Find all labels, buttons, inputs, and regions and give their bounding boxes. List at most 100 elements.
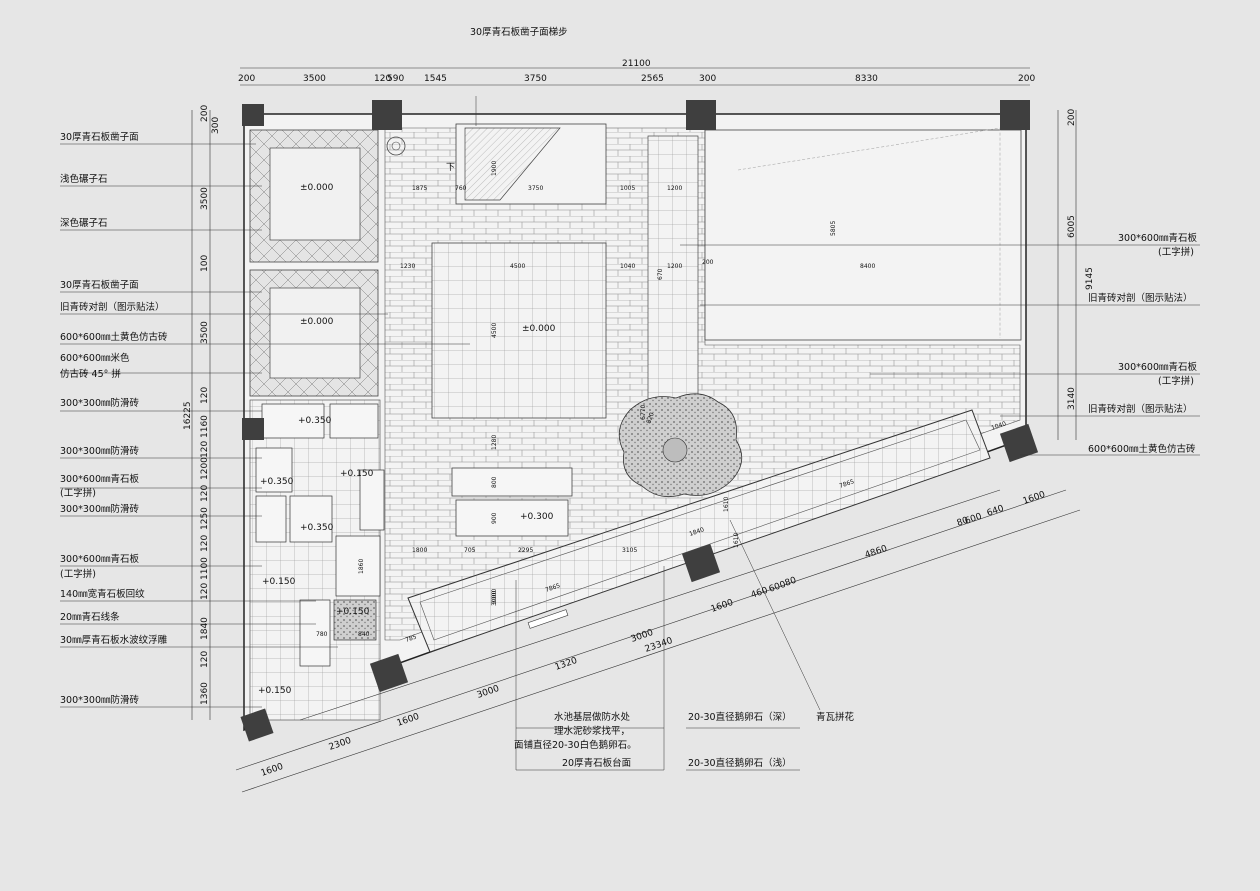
elevation-6: +0.350	[300, 523, 334, 533]
dim-left-6: 120	[200, 387, 210, 404]
idim-6: 1900	[491, 161, 498, 176]
label-left-3: 深色碾子石	[60, 217, 108, 229]
central-square	[431, 242, 607, 419]
dim-top-2: 3500	[303, 74, 326, 84]
label-left-9: 300*300㎜防滑砖	[60, 397, 140, 409]
idim-12: 6770	[640, 405, 647, 420]
dimension-lines	[191, 67, 1081, 793]
elevation-3: ±0.000	[522, 324, 556, 334]
elevation-5: +0.350	[260, 477, 294, 487]
label-left-19: 300*300㎜防滑砖	[60, 694, 140, 706]
dim-diag-4: 3000	[476, 684, 501, 701]
label-left-12: (工字拼)	[60, 487, 96, 499]
dim-left-10: 120	[200, 485, 210, 502]
dim-overall-left: 16225	[183, 401, 193, 430]
dim-top-1: 200	[238, 74, 255, 84]
dim-right-1: 200	[1067, 109, 1077, 126]
pebble-deep-note: 20-30直径鹅卵石（深）	[688, 711, 792, 723]
idim-3: 3750	[528, 185, 543, 192]
stair-block	[455, 123, 607, 205]
tile-pattern-note: 青瓦拼花	[816, 711, 855, 723]
dim-inner-1: 7865	[544, 582, 561, 594]
elevation-4: +0.350	[298, 416, 332, 426]
idim-11: 1200	[667, 263, 682, 270]
central-features	[451, 467, 573, 537]
dim-diag-1: 1600	[260, 762, 285, 779]
idim-14: 5805	[830, 221, 837, 236]
idim-16: 1280	[491, 435, 498, 450]
label-left-4: 30厚青石板凿子面	[60, 279, 139, 291]
idim-1: 1875	[412, 185, 427, 192]
pool-note-2: 理水泥砂浆找平，	[554, 725, 630, 737]
dim-top-3: 120	[374, 74, 391, 84]
dim-left-16: 120	[200, 651, 210, 668]
dim-left-7: 1160	[200, 415, 210, 438]
elevation-7: +0.150	[340, 469, 374, 479]
label-right-7: 600*600㎜土黄色仿古砖	[1088, 443, 1196, 455]
dim-diag-8: 460	[750, 586, 770, 601]
label-right-2: (工字拼)	[1158, 246, 1194, 258]
label-left-2: 浅色碾子石	[60, 173, 108, 185]
label-left-15: (工字拼)	[60, 568, 96, 580]
plant-symbol	[386, 136, 406, 156]
elevation-marks: ±0.000 ±0.000 ±0.000 +0.350 +0.350 +0.35…	[258, 183, 556, 696]
label-left-1: 30厚青石板凿子面	[60, 131, 139, 143]
dim-right-2: 6005	[1067, 215, 1077, 238]
left-hall-blocks	[249, 129, 379, 397]
dim-left-4: 100	[200, 255, 210, 272]
interior-dimension-texts: 1875 760 3750 1005 1200 1900 1230 4500 1…	[316, 161, 875, 638]
idim-10: 670	[657, 268, 664, 280]
dim-top-8: 300	[699, 74, 716, 84]
label-left-18: 30㎜厚青石板水波纹浮雕	[60, 634, 168, 646]
label-left-13: 300*300㎜防滑砖	[60, 503, 140, 515]
pebble-light-note: 20-30直径鹅卵石（浅）	[688, 757, 792, 769]
dim-top-6: 3750	[524, 74, 547, 84]
dim-inner-7: 1040	[990, 420, 1007, 432]
bottom-note-texts: 水池基层做防水处 理水泥砂浆找平， 面铺直径20-30白色鹅卵石。 20厚青石板…	[514, 711, 855, 769]
dim-diag-2: 2300	[328, 736, 353, 753]
pool-note-3: 面铺直径20-30白色鹅卵石。	[514, 739, 637, 751]
counter-note: 20厚青石板台面	[562, 757, 631, 769]
idim-21: 2295	[518, 547, 533, 554]
idim-9: 1040	[620, 263, 635, 270]
elevation-1: ±0.000	[300, 183, 334, 193]
idim-22: 3105	[622, 547, 637, 554]
idim-23: 3000	[491, 591, 498, 606]
dim-left-13: 1100	[200, 557, 210, 580]
label-left-17: 20㎜青石线条	[60, 611, 120, 623]
idim-18: 900	[491, 512, 498, 524]
dim-left-9: 1200	[200, 457, 210, 480]
dim-diag-14: 640	[986, 504, 1006, 519]
diagonal-water-channel	[407, 409, 991, 653]
idim-2: 760	[455, 185, 467, 192]
idim-13: 8400	[860, 263, 875, 270]
left-leaders	[60, 143, 470, 708]
idim-15: 4500	[491, 323, 498, 338]
idim-19: 1800	[412, 547, 427, 554]
idim-20: 705	[464, 547, 476, 554]
dim-diag-15: 1600	[1022, 490, 1047, 507]
idim-25: 780	[316, 631, 328, 638]
elevation-2: ±0.000	[300, 317, 334, 327]
dim-diag-12: 80	[956, 516, 970, 529]
label-right-5: (工字拼)	[1158, 375, 1194, 387]
dim-inner-6: 1610	[733, 533, 740, 548]
label-left-11: 300*600㎜青石板	[60, 473, 140, 485]
dim-overall-top: 21100	[622, 59, 651, 69]
dim-left-11: 1250	[200, 507, 210, 530]
idim-17: 800	[491, 476, 498, 488]
label-left-10: 300*300㎜防滑砖	[60, 445, 140, 457]
label-right-4: 300*600㎜青石板	[1118, 361, 1198, 373]
dim-diag-7: 1600	[710, 598, 735, 615]
idim-7: 1230	[400, 263, 415, 270]
elevation-8: +0.150	[262, 577, 296, 587]
dim-diag-10: 80	[784, 576, 798, 589]
idim-26: 840	[358, 631, 370, 638]
right-dimension-texts: 200 6005 9145 3140	[1067, 109, 1095, 410]
idim-27: 820	[645, 411, 656, 424]
dim-left-3: 3500	[200, 187, 210, 210]
label-left-8: 仿古砖 45° 拼	[60, 368, 121, 380]
label-left-16: 140㎜宽青石板回纹	[60, 588, 145, 600]
dim-top-5: 1545	[424, 74, 447, 84]
